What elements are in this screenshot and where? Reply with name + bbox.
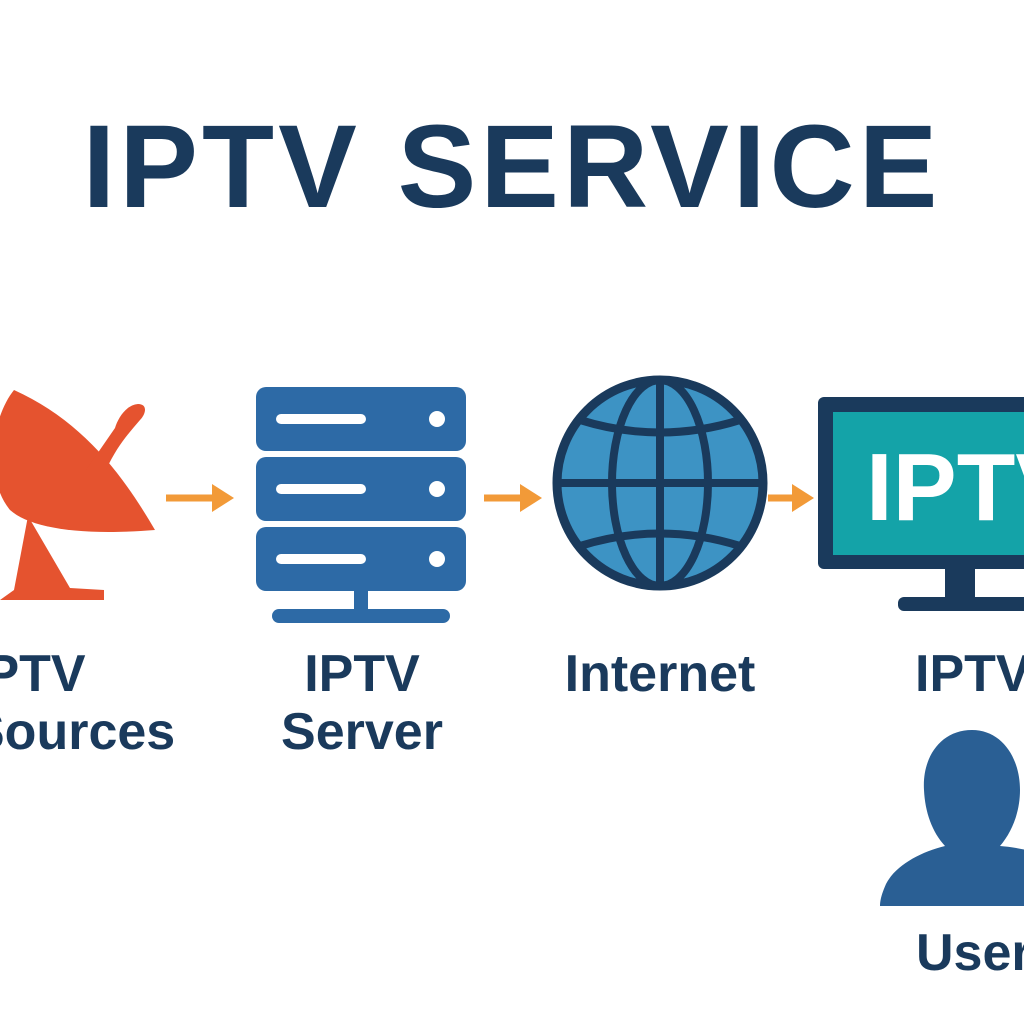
sources-label: IPTV Sources — [0, 645, 176, 761]
arrow-sources-to-server — [166, 484, 234, 512]
server-label-line1: IPTV — [304, 645, 420, 703]
tv-icon: IPTV — [818, 397, 1024, 611]
user-label-line1: User — [916, 924, 1024, 982]
user-icon — [880, 730, 1024, 906]
tv-label-line1: IPTV — [915, 645, 1024, 703]
tv-screen-text: IPTV — [866, 434, 1024, 541]
tv-label: IPTV — [915, 645, 1024, 703]
internet-label: Internet — [555, 645, 765, 703]
server-label-line2: Server — [281, 703, 443, 761]
server-icon — [256, 387, 466, 623]
server-label: IPTV Server — [262, 645, 462, 761]
satellite-dish-icon — [0, 390, 155, 600]
globe-icon — [552, 375, 768, 591]
arrow-server-to-internet — [484, 484, 542, 512]
sources-label-line1: IPTV — [0, 645, 86, 703]
sources-label-line2: Sources — [0, 703, 176, 761]
internet-label-line1: Internet — [564, 645, 756, 703]
user-label: User — [916, 924, 1024, 982]
diagram-title: IPTV SERVICE — [82, 101, 942, 233]
arrow-internet-to-tv — [768, 484, 814, 512]
